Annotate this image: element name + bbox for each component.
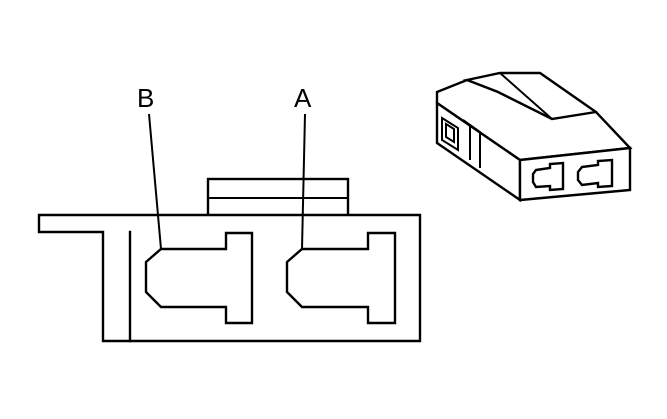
callout-b: B: [137, 83, 162, 250]
callout-leader-a: [301, 113, 306, 250]
terminal-cavity-b: [144, 231, 254, 325]
callout-leader-b: [148, 113, 162, 250]
connector-body: [37, 213, 422, 343]
iso-side-slot: [441, 116, 459, 152]
connector-face-view: [37, 177, 422, 343]
callout-a: A: [294, 83, 312, 250]
callout-label-b: B: [137, 83, 154, 113]
iso-side-step: [462, 119, 481, 168]
iso-cavity-left: [531, 161, 565, 192]
iso-cavity-right: [576, 158, 614, 189]
callout-label-a: A: [294, 83, 312, 113]
connector-isometric-view: [435, 71, 633, 203]
terminal-cavity-a: [285, 231, 397, 325]
